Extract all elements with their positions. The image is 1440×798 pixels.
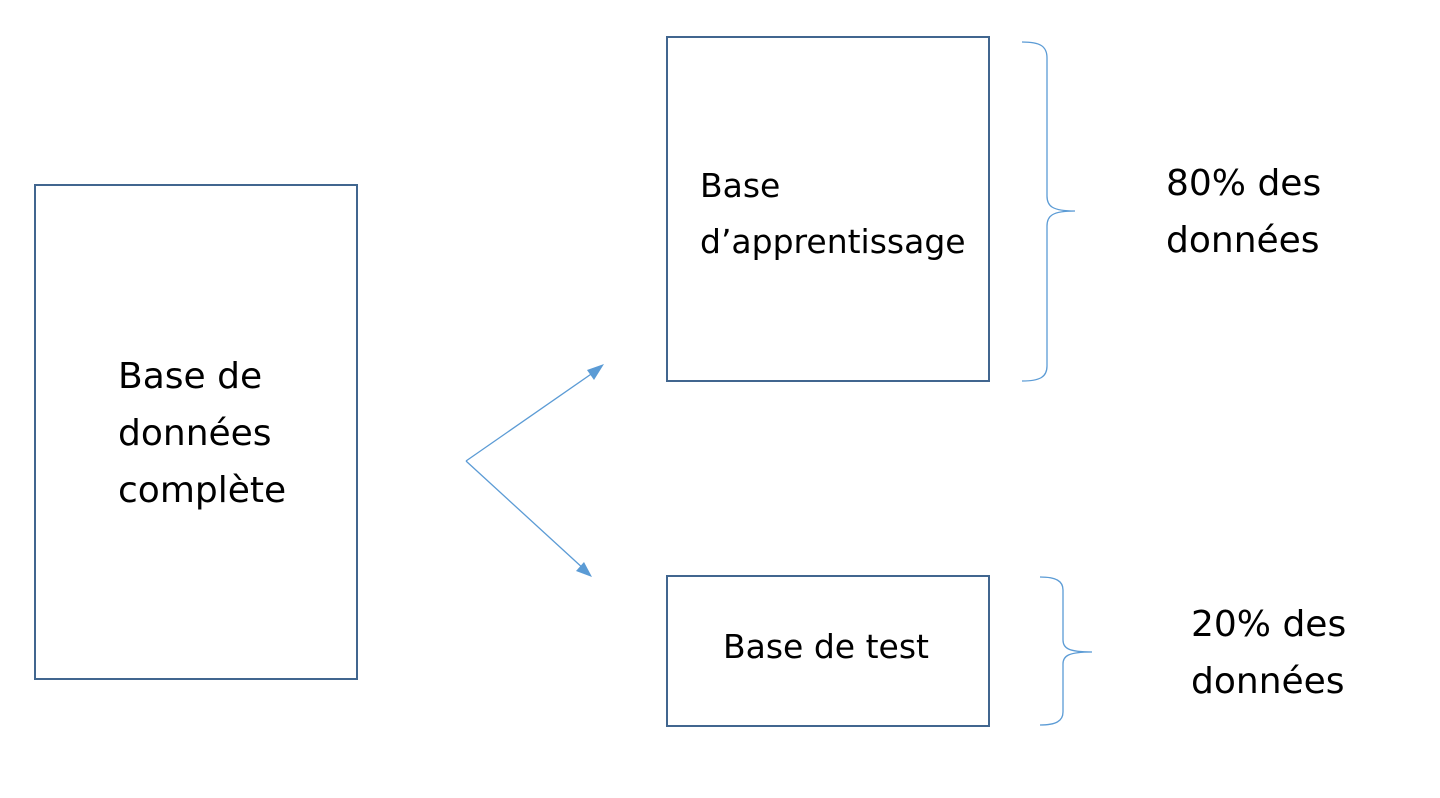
full-database-box: Base de données complète	[34, 184, 358, 680]
split-arrows	[465, 369, 598, 571]
full-database-label: Base de données complète	[118, 348, 286, 519]
test-share-line: données	[1191, 661, 1345, 702]
arrow-to-training	[465, 369, 598, 462]
arrowhead-training	[587, 364, 604, 380]
training-share-annotation: 80% des données	[1166, 155, 1321, 269]
test-share-annotation: 20% des données	[1191, 596, 1346, 710]
brace-training	[1021, 41, 1076, 382]
full-database-label-line: complète	[118, 470, 287, 511]
training-set-label-line: d’apprentissage	[700, 222, 966, 261]
arrowhead-test	[576, 562, 592, 577]
full-database-label-line: Base de	[118, 356, 263, 397]
test-set-label: Base de test	[723, 627, 929, 666]
training-set-box: Base d’apprentissage	[666, 36, 990, 382]
brace-test	[1039, 576, 1093, 726]
test-set-box: Base de test	[666, 575, 990, 727]
training-set-label-line: Base	[700, 166, 781, 205]
training-share-line: données	[1166, 220, 1320, 261]
arrow-to-test	[465, 460, 586, 571]
training-set-label: Base d’apprentissage	[700, 158, 966, 270]
full-database-label-line: données	[118, 413, 272, 454]
training-share-line: 80% des	[1166, 163, 1322, 204]
test-share-line: 20% des	[1191, 604, 1347, 645]
